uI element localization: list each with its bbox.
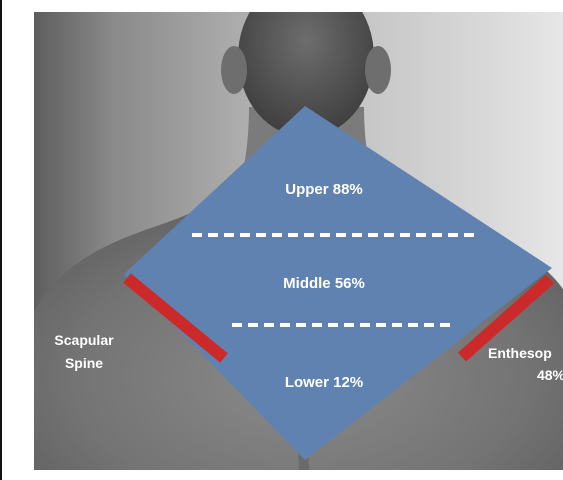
left-ear xyxy=(221,46,247,94)
upper-zone-label: Upper 88% xyxy=(285,181,363,198)
right-ear xyxy=(365,46,391,94)
back-photograph: Upper 88% Middle 56% Lower 12% Scapular … xyxy=(34,12,563,470)
right-label-line1: Enthesop xyxy=(488,345,552,361)
middle-zone-label: Middle 56% xyxy=(283,275,365,292)
right-label-line2: 48% xyxy=(537,367,563,383)
lower-zone-label: Lower 12% xyxy=(285,374,363,391)
figure-canvas: Upper 88% Middle 56% Lower 12% Scapular … xyxy=(34,12,563,470)
left-label-line1: Scapular xyxy=(54,332,114,348)
left-label-line2: Spine xyxy=(65,355,103,371)
